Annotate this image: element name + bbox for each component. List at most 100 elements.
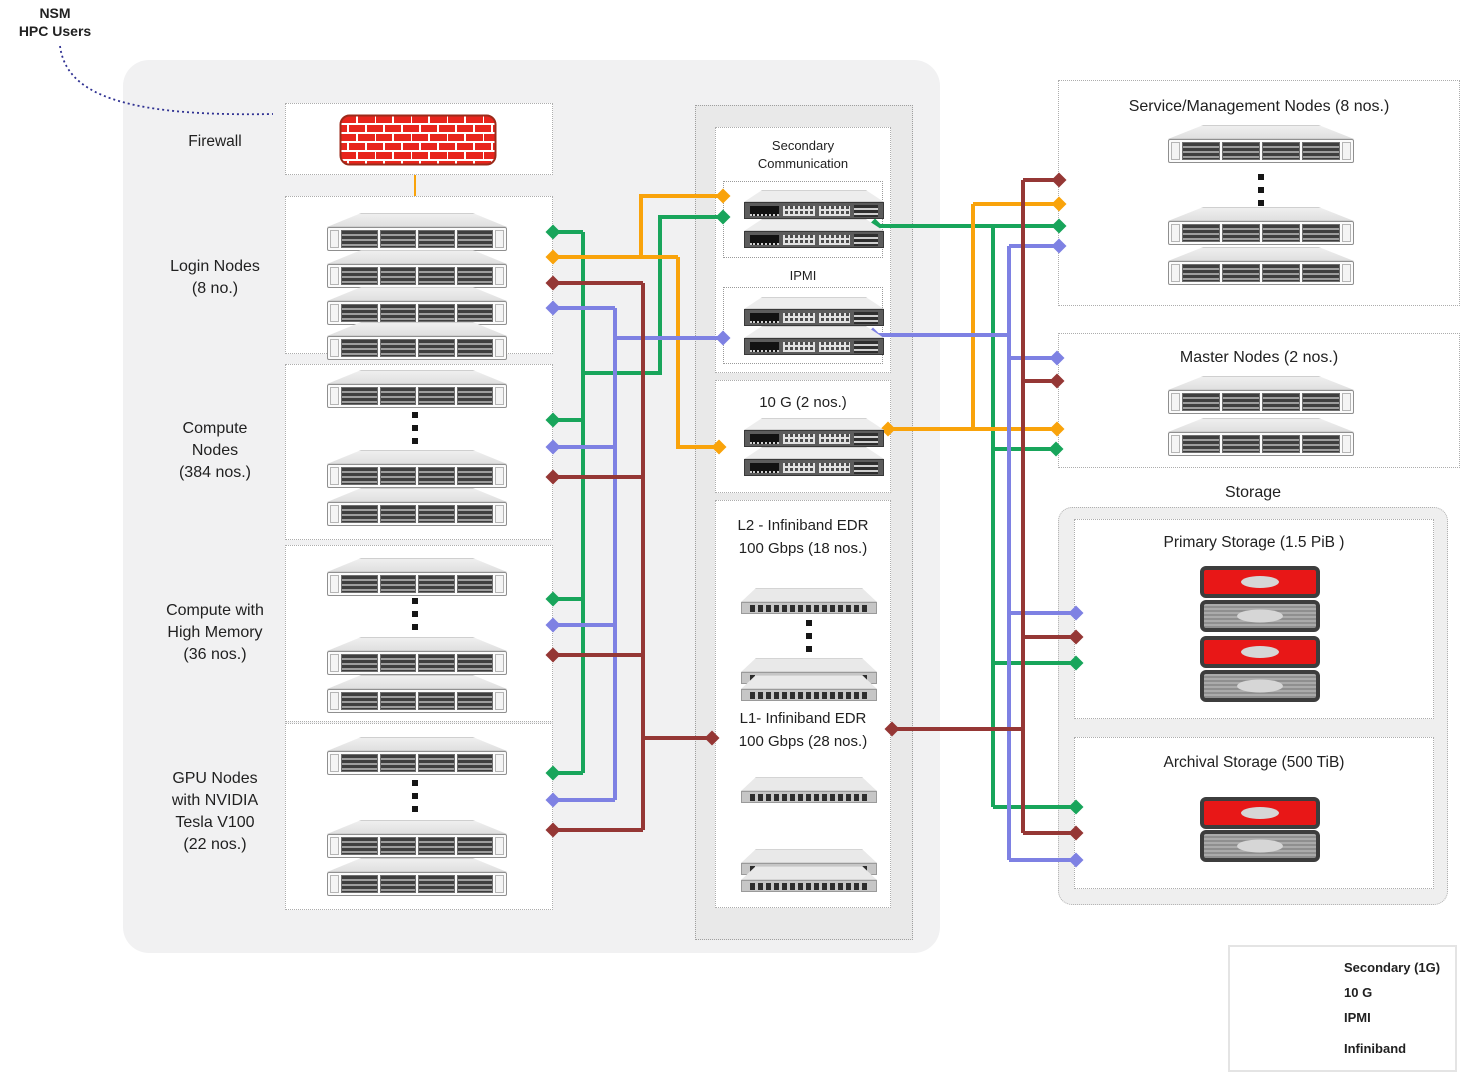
server-front (327, 689, 507, 713)
service-nodes-label: Service/Management Nodes (8 nos.) (1128, 98, 1390, 115)
gpu-nodes-label: GPU Nodes with NVIDIA Tesla V100 (22 nos… (171, 770, 259, 853)
server-icon (327, 488, 507, 526)
server-top (327, 558, 507, 572)
storage-array-icon (1200, 830, 1320, 862)
switch-top (744, 190, 884, 202)
switch-top (744, 447, 884, 459)
nsm-users-line2: HPC Users (18, 23, 92, 39)
switch-display (750, 312, 780, 323)
server-top (327, 250, 507, 264)
infiniband-box (715, 500, 891, 908)
infiniband-switch-icon (741, 675, 877, 701)
switch-front (744, 338, 884, 355)
server-icon (1168, 376, 1354, 414)
server-front (327, 227, 507, 251)
server-top (327, 488, 507, 502)
switch-top (741, 675, 877, 689)
switch-top (741, 658, 877, 672)
server-top (327, 858, 507, 872)
switch-front (744, 309, 884, 326)
server-icon (327, 637, 507, 675)
server-front (327, 384, 507, 408)
server-front (327, 336, 507, 360)
switch-front (741, 602, 877, 614)
switch-front (741, 880, 877, 892)
switch-display (750, 234, 780, 245)
vertical-ellipsis-icon (412, 598, 418, 632)
legend-label-red: Infiniband (1344, 1041, 1407, 1056)
switch-display (750, 205, 780, 216)
ethernet-switch-icon (744, 447, 884, 476)
storage-array-icon (1200, 670, 1320, 702)
server-front (327, 872, 507, 896)
ethernet-switch-icon (744, 418, 884, 447)
legend-label-orange: 10 G (1344, 985, 1373, 1000)
switch-top (741, 849, 877, 863)
server-icon (327, 322, 507, 360)
switch-top (741, 588, 877, 602)
storage-array-icon (1200, 600, 1320, 632)
archival-storage-label: Archival Storage (500 TiB) (1163, 754, 1345, 771)
storage-array-active-icon (1200, 797, 1320, 829)
switch-front (744, 202, 884, 219)
legend-label-purple: IPMI (1344, 1010, 1371, 1025)
switch-top (744, 219, 884, 231)
server-icon (327, 675, 507, 713)
server-front (327, 572, 507, 596)
server-front (327, 502, 507, 526)
nsm-users-line1: NSM (39, 5, 71, 21)
server-icon (327, 558, 507, 596)
vertical-ellipsis-icon (412, 780, 418, 814)
vertical-ellipsis-icon (412, 412, 418, 446)
switch-top (744, 297, 884, 309)
ethernet-switch-icon (744, 219, 884, 248)
infiniband-switch-icon (741, 777, 877, 803)
switch-front (744, 459, 884, 476)
server-front (1168, 261, 1354, 285)
infiniband-switch-icon (741, 866, 877, 892)
server-icon (327, 213, 507, 251)
server-front (327, 301, 507, 325)
switch-top (744, 418, 884, 430)
server-front (327, 834, 507, 858)
server-icon (327, 450, 507, 488)
firewall-icon (339, 114, 497, 166)
switch-front (741, 791, 877, 803)
server-top (327, 820, 507, 834)
server-front (327, 264, 507, 288)
server-top (327, 287, 507, 301)
server-icon (1168, 125, 1354, 163)
server-top (327, 675, 507, 689)
firewall-box (285, 103, 553, 175)
server-top (1168, 125, 1354, 139)
server-top (327, 370, 507, 384)
server-top (1168, 418, 1354, 432)
server-top (327, 450, 507, 464)
switch-display (750, 462, 780, 473)
login-nodes-label: Login Nodes (8 no.) (170, 258, 260, 297)
vertical-ellipsis-icon (806, 620, 812, 654)
server-top (327, 637, 507, 651)
firewall-label-text: Firewall (188, 133, 242, 150)
server-front (1168, 390, 1354, 414)
server-top (1168, 207, 1354, 221)
server-front (1168, 139, 1354, 163)
server-top (327, 213, 507, 227)
master-nodes-label: Master Nodes (2 nos.) (1179, 349, 1339, 366)
vertical-ellipsis-icon (1258, 174, 1264, 208)
ethernet-switch-icon (744, 297, 884, 326)
switch-top (741, 866, 877, 880)
switch-front (744, 231, 884, 248)
storage-array-active-icon (1200, 636, 1320, 668)
primary-storage-label: Primary Storage (1.5 PiB ) (1163, 534, 1345, 551)
server-top (1168, 376, 1354, 390)
network-legend (1228, 945, 1457, 1072)
server-icon (1168, 207, 1354, 245)
server-front (1168, 432, 1354, 456)
secondary-communication-label: Secondary Communication (757, 138, 849, 171)
server-icon (327, 858, 507, 896)
storage-label: Storage (1224, 484, 1282, 501)
infiniband-switch-icon (741, 588, 877, 614)
switch-display (750, 433, 780, 444)
